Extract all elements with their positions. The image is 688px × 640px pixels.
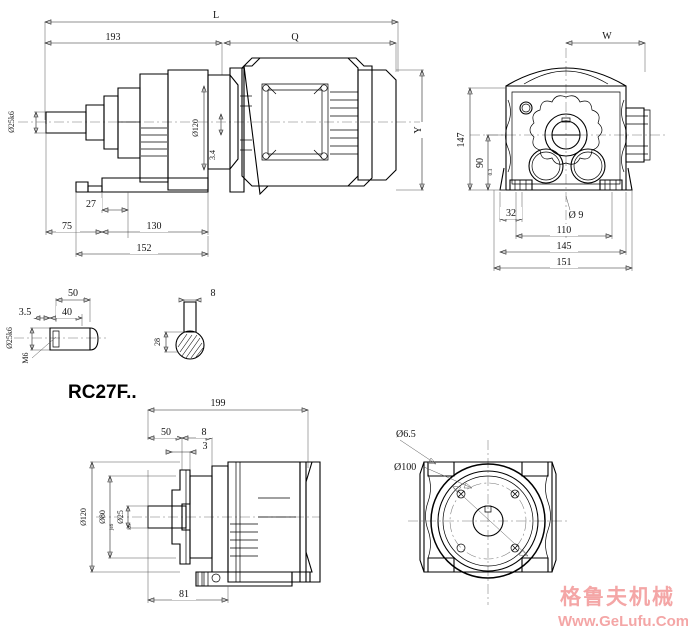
dim-3p5: 3.5 [14,306,51,321]
keyway-section-detail: 8 28 [153,288,216,360]
dim-label-3-flange: 3 [203,441,208,452]
dim-label-130: 130 [147,221,162,232]
dim-label-110: 110 [557,225,572,236]
dim-193: 193 [44,30,223,75]
dim-label-152: 152 [137,243,152,254]
dim-75: 75 [45,124,103,235]
dim-label-M6: M6 [21,352,30,363]
dim-151: 151 [493,190,633,271]
dim-label-193: 193 [106,32,121,43]
dim-label-d25k6: Ø25k6 [7,111,16,133]
dim-label-50-flange: 50 [161,427,171,438]
dim-label-d25-flange: Ø25 [116,510,125,524]
dim-8-flange: 8 [181,426,213,470]
dim-label-d80-tol: js6 [109,524,115,532]
dim-label-3p4: 3.4 [208,150,217,160]
drawing-title: RC27F.. [68,382,137,403]
dim-label-d120: Ø120 [191,119,200,137]
dim-3p4: 3.4 [208,113,224,160]
dim-50-shaft: 50 [55,286,91,322]
callout-d6p5: Ø6.5 [396,429,437,465]
dim-label-L: L [213,10,219,21]
dim-label-d6p5: Ø6.5 [396,429,416,440]
dim-d25-flange: Ø25 k6 [116,505,170,530]
dim-90: 90 0.3 [475,134,506,191]
dim-label-40-shaft: 40 [62,307,72,318]
dim-d120: Ø120 [191,85,207,171]
dim-130: 130 [101,192,209,235]
dim-label-90: 90 [475,158,486,168]
dim-label-d100: Ø100 [394,462,416,473]
shaft-end-detail: 50 40 3.5 Ø25k6 [5,286,106,364]
dim-label-50-shaft: 50 [68,288,78,299]
dim-label-W: W [602,31,612,42]
dim-d120-flange: Ø120 [79,461,180,573]
end-elevation-view: W [456,29,665,271]
dim-152: 152 [75,192,209,257]
dim-199: 199 [147,396,309,468]
dim-label-8-key: 8 [211,288,216,299]
flange-face-view: Ø6.5 Ø100 [394,429,568,605]
dim-40-shaft: 40 [49,306,83,326]
dim-145: 145 [499,192,627,255]
dim-W: W [565,29,646,72]
dim-d9: Ø 9 [565,195,584,221]
dim-3-flange: 3 [165,441,208,470]
dim-Q: Q [223,30,397,72]
flange-side-view: 199 50 8 3 [79,396,321,603]
dim-L: L [44,7,399,120]
dim-label-90-tol: 0.3 [488,168,494,175]
dim-50-flange: 50 [147,426,183,470]
dim-110: 110 [515,192,613,239]
dim-label-32: 32 [506,208,516,219]
dim-label-d9: Ø 9 [569,210,584,221]
watermark: 格鲁夫机械 Www.GeLufu.Com [558,585,688,630]
dim-147: 147 [456,87,506,191]
dim-label-27: 27 [86,199,96,210]
dim-28-key: 28 [153,331,184,353]
callout-d100: Ø100 [394,462,473,489]
dim-label-d120-flange: Ø120 [79,508,88,526]
dim-label-d80: Ø80 [98,510,107,524]
dim-label-145: 145 [557,241,572,252]
dim-label-8-flange: 8 [202,427,207,438]
dim-label-3p5: 3.5 [19,307,32,318]
dim-label-199: 199 [211,398,226,409]
side-elevation-view: L 193 Q Y [7,7,428,257]
dim-label-Q: Q [291,32,299,43]
dim-d80: Ø80 js6 [98,475,176,559]
dim-81: 81 [147,470,229,603]
dim-label-81: 81 [179,589,189,600]
dim-label-d25-tol: k6 [127,524,133,530]
dim-32: 32 [499,192,523,222]
dim-Y: Y [396,69,428,191]
watermark-url: Www.GeLufu.Com [558,613,688,630]
dim-label-28-key: 28 [153,338,162,346]
dim-label-75: 75 [62,221,72,232]
dim-label-147: 147 [456,133,467,148]
dim-label-d25k6-shaft: Ø25k6 [5,327,14,349]
dim-27: 27 [80,192,129,238]
dim-label-151: 151 [557,257,572,268]
dim-label-Y: Y [413,126,424,133]
watermark-chinese: 格鲁夫机械 [560,585,675,609]
